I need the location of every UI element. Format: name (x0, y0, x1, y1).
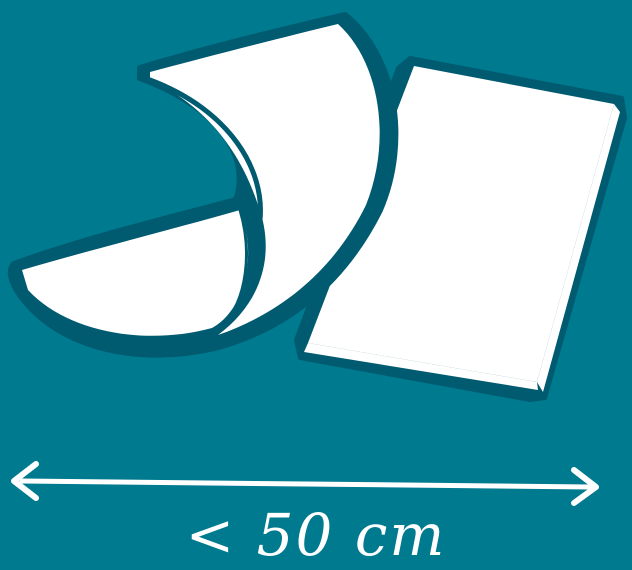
size-label: < 50 cm (0, 500, 632, 570)
double-arrow-icon (14, 464, 596, 503)
